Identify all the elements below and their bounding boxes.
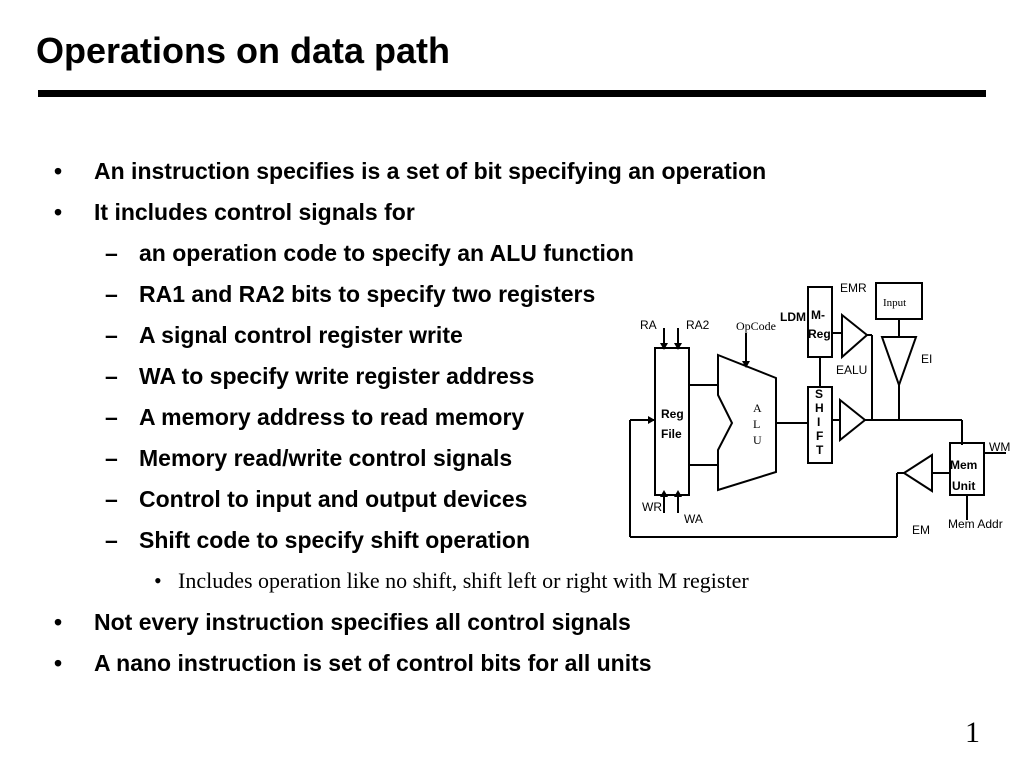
bullet-item: • An instruction specifies is a set of bi… <box>54 157 767 185</box>
bullet-text: RA1 and RA2 bits to specify two register… <box>139 281 596 307</box>
input-label: Input <box>883 297 906 309</box>
alu-label: L <box>753 417 760 431</box>
dash-marker: – <box>105 486 118 512</box>
reg-file-label: Reg <box>661 407 684 421</box>
bullet-item: • It includes control signals for <box>54 198 415 226</box>
bullet-marker: • <box>54 609 63 635</box>
page-number: 1 <box>965 716 980 749</box>
ldm-label: LDM <box>780 310 806 324</box>
diagram-background <box>618 283 1024 550</box>
bullet-text: Memory read/write control signals <box>139 445 513 471</box>
ealu-label: EALU <box>836 363 867 377</box>
bullet-text: It includes control signals for <box>94 199 415 225</box>
dash-marker: – <box>105 404 118 430</box>
opcode-label: OpCode <box>736 319 776 333</box>
ei-buffer <box>880 336 918 388</box>
sub-bullet-item: –Control to input and output devices <box>105 485 528 513</box>
ra2-label: RA2 <box>686 318 710 332</box>
dash-marker: – <box>105 527 118 553</box>
sub-bullet-item: –WA to specify write register address <box>105 362 535 390</box>
reg-file-label: File <box>661 427 682 441</box>
sub-bullet-item: –RA1 and RA2 bits to specify two registe… <box>105 280 596 308</box>
shift-label: F <box>816 429 823 443</box>
bullet-marker: • <box>154 568 162 593</box>
ra-label: RA <box>640 318 657 332</box>
shift-label: I <box>817 415 820 429</box>
emr-buffer <box>841 312 869 360</box>
m-reg-label: Reg <box>808 327 831 341</box>
sub-bullet-item: –Memory read/write control signals <box>105 444 513 472</box>
title-underline <box>38 90 986 97</box>
dash-marker: – <box>105 322 118 348</box>
mem-unit-label: Mem <box>950 458 977 472</box>
alu-label: A <box>753 401 762 415</box>
dash-marker: – <box>105 240 118 266</box>
ealu-buffer <box>839 397 867 443</box>
wr-label: WR <box>642 500 662 514</box>
em-label: EM <box>912 523 930 537</box>
wa-label: WA <box>684 512 703 526</box>
sub-bullet-item: –A signal control register write <box>105 321 463 349</box>
register-file <box>654 347 690 496</box>
dash-marker: – <box>105 363 118 389</box>
bullet-text: an operation code to specify an ALU func… <box>139 240 634 266</box>
wm-label: WM <box>989 440 1010 454</box>
shift-label: H <box>815 401 824 415</box>
dash-marker: – <box>105 445 118 471</box>
mem-unit-label: Unit <box>952 479 975 493</box>
shift-label: S <box>815 387 823 401</box>
emr-label: EMR <box>840 281 867 295</box>
bullet-item: • A nano instruction is set of control bi… <box>54 649 652 677</box>
arrowheads <box>648 343 750 497</box>
bullet-text: A memory address to read memory <box>139 404 525 430</box>
datapath-diagram: RA RA2 OpCode Reg File A L U WR WA LDM M… <box>618 281 1024 550</box>
sub-bullet-item: –an operation code to specify an ALU fun… <box>105 239 634 267</box>
bullet-marker: • <box>54 158 63 184</box>
bullet-text: Not every instruction specifies all cont… <box>94 609 631 635</box>
bullet-text: Includes operation like no shift, shift … <box>178 568 749 593</box>
datapath-wires <box>629 282 1006 538</box>
bullet-text: A signal control register write <box>139 322 463 348</box>
slide-title: Operations on data path <box>36 30 451 71</box>
bullet-text: Shift code to specify shift operation <box>139 527 531 553</box>
alu-label: U <box>753 433 762 447</box>
bullet-item: • Not every instruction specifies all con… <box>54 608 631 636</box>
mem-addr-label: Mem Addr <box>948 517 1003 531</box>
ei-label: EI <box>921 352 932 366</box>
alu <box>717 353 777 492</box>
bullet-marker: • <box>54 199 63 225</box>
bullet-text: WA to specify write register address <box>139 363 535 389</box>
bullet-marker: • <box>54 650 63 676</box>
sub-sub-bullet-item: • Includes operation like no shift, shift… <box>154 567 749 595</box>
em-buffer <box>902 453 933 493</box>
shift-label: T <box>816 443 824 457</box>
bullet-text: An instruction specifies is a set of bit… <box>94 158 767 184</box>
dash-marker: – <box>105 281 118 307</box>
sub-bullet-item: –A memory address to read memory <box>105 403 525 431</box>
bullet-text: Control to input and output devices <box>139 486 528 512</box>
sub-bullet-item: –Shift code to specify shift operation <box>105 526 531 554</box>
m-reg-label: M- <box>811 308 825 322</box>
bullet-text: A nano instruction is set of control bit… <box>94 650 652 676</box>
